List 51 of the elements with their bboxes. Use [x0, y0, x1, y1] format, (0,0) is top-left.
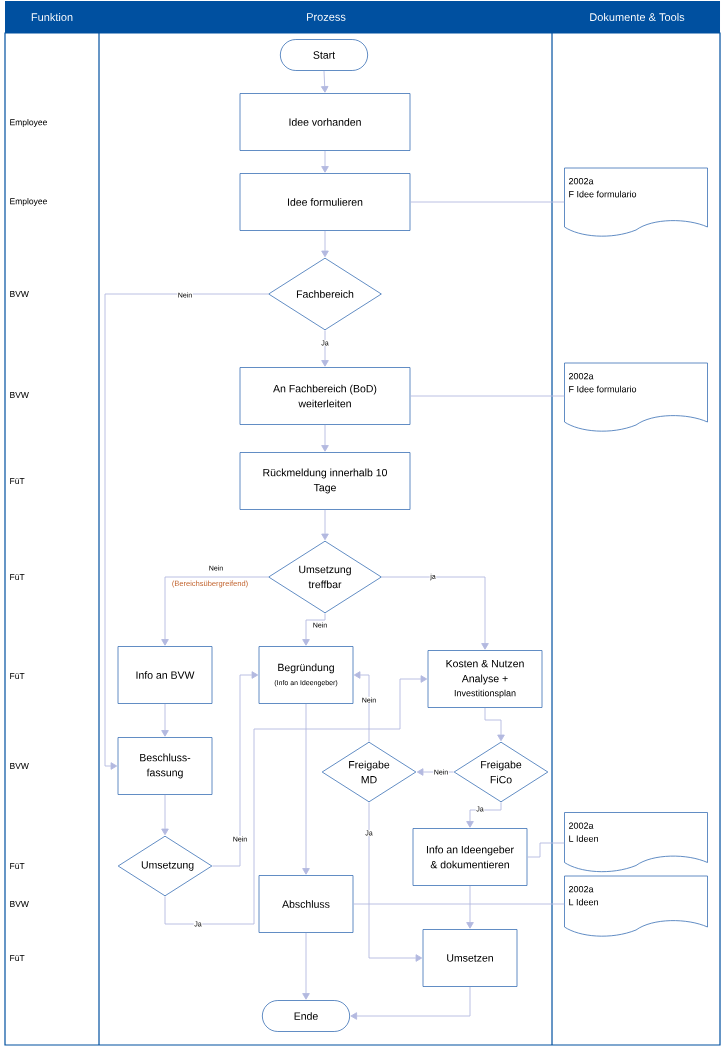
connector	[352, 903, 565, 905]
arrow	[466, 801, 502, 828]
arrow	[321, 509, 329, 541]
arrow	[381, 576, 489, 650]
arrow	[416, 768, 455, 776]
arrow	[302, 932, 310, 1000]
process-box: Idee formulieren	[239, 173, 411, 231]
arrow	[466, 885, 474, 929]
arrow	[368, 801, 423, 962]
connector	[409, 395, 565, 397]
lane-label: BVW	[10, 392, 29, 398]
arrow	[161, 703, 169, 737]
lane-label: FüT	[10, 574, 25, 580]
lane-label: FüT	[10, 955, 25, 961]
process-box: Info an BVW	[117, 646, 213, 704]
column-header: Dokumente & Tools	[590, 12, 685, 22]
lane-label: BVW	[10, 901, 29, 907]
lane-label: Employee	[10, 119, 47, 127]
process-box: Info an Ideengeber & dokumentieren	[412, 828, 528, 886]
arrow	[353, 671, 370, 743]
process-box: Umsetzen	[422, 929, 518, 987]
arrow	[321, 150, 329, 173]
process-box: Abschluss	[258, 875, 354, 933]
lane-label: FüT	[10, 863, 25, 869]
connector	[526, 842, 565, 858]
arrow	[302, 703, 310, 875]
arrow	[321, 329, 329, 367]
process-box: An Fachbereich (BoD) weiterleiten	[239, 367, 411, 425]
column-header: Funktion	[31, 12, 73, 22]
arrow	[484, 707, 505, 742]
arrow	[320, 70, 329, 93]
arrow	[321, 230, 329, 258]
process-box: Rückmeldung innerhalb 10 Tage	[239, 452, 411, 510]
lane-label: BVW	[10, 291, 29, 297]
arrow	[211, 671, 259, 867]
arrow	[161, 576, 269, 646]
lane-label: FüT	[10, 478, 25, 484]
arrow	[321, 424, 329, 452]
process-box: Idee vorhanden	[239, 93, 411, 151]
arrow	[104, 293, 269, 770]
arrow	[161, 794, 169, 836]
lane-label: BVW	[10, 763, 29, 769]
process-box: Beschluss- fassung	[117, 737, 213, 795]
arrow	[164, 675, 428, 925]
lane-label: FüT	[10, 673, 25, 679]
arrow	[350, 986, 471, 1020]
column-header: Prozess	[307, 13, 346, 21]
process-box: Kosten & Nutzen Analyse + Investitionsplan	[427, 650, 543, 708]
lane-label: Employee	[10, 198, 47, 206]
arrow	[302, 612, 326, 646]
connector	[409, 201, 565, 203]
